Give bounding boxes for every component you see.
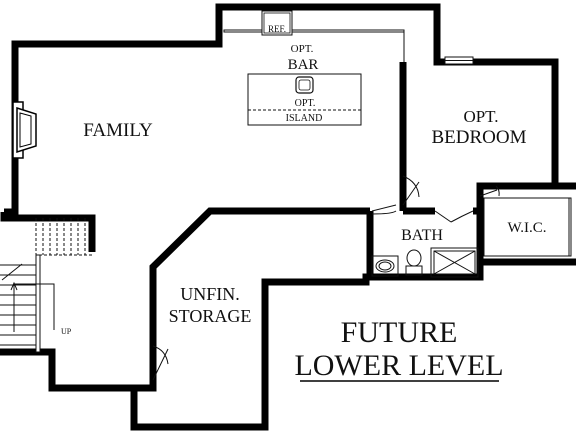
title-line1: FUTURE: [341, 316, 458, 349]
fireplace: [12, 101, 37, 159]
island-label-line2: ISLAND: [286, 113, 323, 124]
bedroom-window: [444, 56, 474, 65]
vanity: [371, 255, 399, 277]
storage-label-line2: STORAGE: [169, 306, 252, 326]
room-labels: OPT. BAR FAMILY OPT. BEDROOM BATH W.I.C.…: [83, 43, 546, 326]
storage-label-line1: UNFIN.: [180, 284, 240, 304]
bedroom-label-line1: OPT.: [463, 107, 498, 126]
bar-label-line1: OPT.: [291, 43, 314, 55]
stairs: UP: [0, 218, 92, 353]
bedroom-label-line2: BEDROOM: [431, 127, 526, 148]
ref-label: REF.: [268, 24, 286, 34]
plan-title: FUTURE LOWER LEVEL: [294, 316, 503, 382]
bath-label: BATH: [401, 227, 443, 244]
vanity-sink: [375, 259, 395, 273]
island: OPT. ISLAND: [247, 73, 362, 126]
family-label: FAMILY: [83, 120, 153, 141]
shower: [430, 247, 479, 278]
bar-counter-face: [223, 29, 405, 33]
doors: [152, 175, 500, 381]
wic-closet: [483, 197, 572, 257]
title-line2: LOWER LEVEL: [294, 349, 503, 382]
toilet-bowl: [406, 249, 422, 267]
stairs-up-label: UP: [61, 327, 72, 336]
island-label-line1: OPT.: [295, 98, 316, 109]
sink-icon: [295, 76, 314, 94]
bar-label-line2: BAR: [288, 57, 319, 73]
refrigerator: REF.: [261, 10, 293, 36]
bath-fixtures: [371, 247, 479, 278]
wic-label: W.I.C.: [507, 220, 546, 236]
